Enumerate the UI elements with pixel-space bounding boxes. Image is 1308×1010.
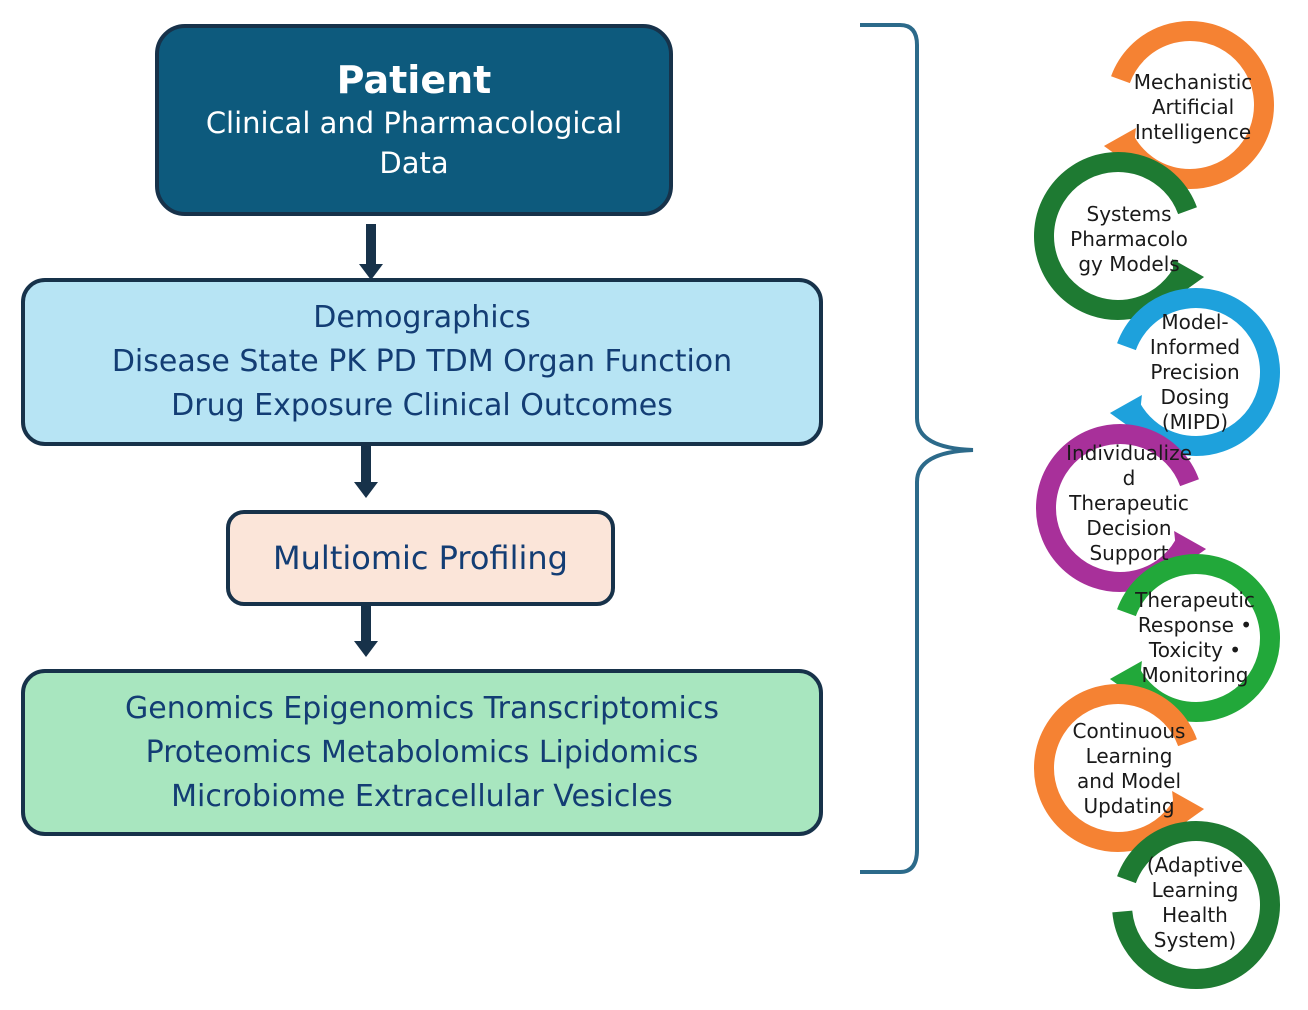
cycle-label-3: Model- Informed Precision Dosing (MIPD) (1149, 310, 1241, 434)
clinical-line-3: Drug Exposure Clinical Outcomes (171, 388, 673, 423)
cycle-arc-6 (1034, 684, 1205, 852)
cycle-arc-3 (1109, 288, 1280, 456)
cycle-arc-path-6 (1034, 684, 1197, 852)
arrow-down-3 (354, 603, 378, 657)
cycle-arc-path-2 (1034, 152, 1197, 320)
multiomic-profiling-box: Multiomic Profiling (226, 510, 615, 606)
clinical-line-1: Demographics (313, 300, 531, 335)
patient-subtitle-line2: Data (379, 146, 449, 180)
cycle-arc-path-3 (1117, 288, 1280, 456)
cycle-arrowhead-6 (1172, 791, 1205, 829)
cycle-arc-path-7 (1112, 821, 1280, 989)
curly-brace (860, 23, 974, 874)
patient-box: Patient Clinical and Pharmacological Dat… (155, 24, 673, 216)
cycle-arc-7 (1112, 821, 1280, 989)
cycle-arc-path-5 (1117, 554, 1280, 722)
patient-title: Patient (336, 58, 492, 102)
omics-line-1: Genomics Epigenomics Transcriptomics (125, 690, 719, 726)
cycle-arrowhead-2 (1172, 259, 1205, 297)
patient-subtitle-line1: Clinical and Pharmacological (205, 106, 623, 140)
arrow-down-2 (354, 444, 378, 498)
cycle-label-1: Mechanistic Artificial Intelligence (1133, 70, 1253, 144)
cycle-arrowhead-3 (1109, 395, 1142, 433)
cycle-label-7: (Adaptive Learning Health System) (1146, 853, 1244, 952)
multiomic-label: Multiomic Profiling (273, 539, 568, 577)
cycle-label-4: Individualize d Therapeutic Decision Sup… (1066, 441, 1192, 565)
cycle-label-6: Continuous Learning and Model Updating (1072, 719, 1186, 818)
clinical-data-box: Demographics Disease State PK PD TDM Org… (21, 278, 823, 446)
cycle-arc-2 (1034, 152, 1205, 320)
cycle-label-2: Systems Pharmacolo gy Models (1070, 202, 1188, 276)
omics-line-3: Microbiome Extracellular Vesicles (171, 778, 673, 814)
omics-line-2: Proteomics Metabolomics Lipidomics (145, 734, 699, 770)
omics-box: Genomics Epigenomics Transcriptomics Pro… (21, 669, 823, 836)
arrow-down-1 (359, 224, 383, 280)
cycle-label-5: Therapeutic Response • Toxicity • Monito… (1135, 588, 1255, 687)
clinical-line-2: Disease State PK PD TDM Organ Function (111, 344, 733, 379)
